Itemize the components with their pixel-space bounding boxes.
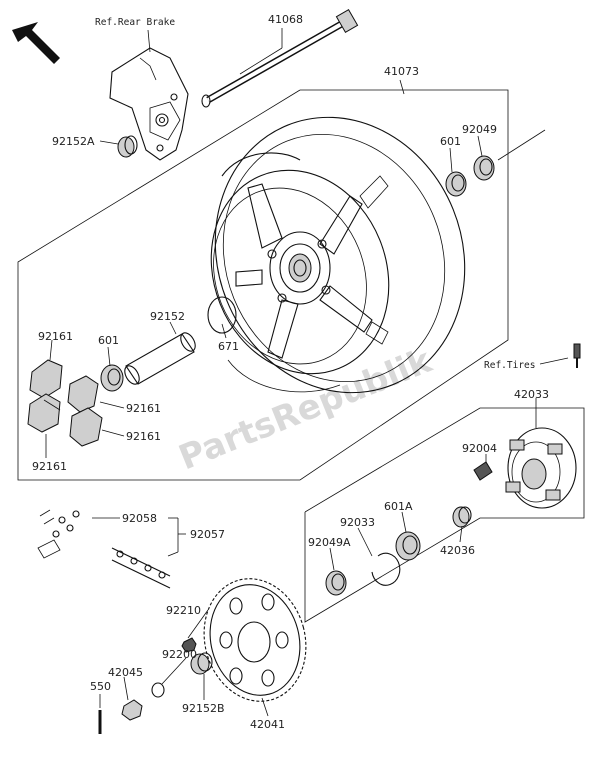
part-label-92152A: 92152A [52,135,95,148]
part-label-92004: 92004 [462,442,497,455]
seal-92049A [325,570,347,596]
collar-92152A [117,135,138,158]
bearing-601-top [445,171,467,197]
part-label-92058: 92058 [122,512,157,525]
washer-92200 [151,682,165,698]
part-label-92200: 92200 [162,648,197,661]
part-label-92057: 92057 [190,528,225,541]
part-label-92161-b: 92161 [126,402,161,415]
part-label-671: 671 [218,340,239,353]
part-label-42045: 42045 [108,666,143,679]
stud-92004 [473,461,493,481]
hub-group-box [304,407,585,623]
collar-42036 [452,506,472,528]
part-label-92161-a: 92161 [38,330,73,343]
wheel-group-box [17,89,509,481]
direction-arrow-icon [12,22,60,64]
part-label-550: 550 [90,680,111,693]
ref-tires-label: Ref.Tires [484,360,535,371]
part-label-601A: 601A [384,500,413,513]
part-label-601-top: 601 [440,135,461,148]
part-label-92210: 92210 [166,604,201,617]
part-label-42036: 42036 [440,544,475,557]
part-label-92152: 92152 [150,310,185,323]
rear-wheel-41073 [210,116,466,394]
circlip-92033 [371,552,401,586]
watermark: PartsRepublik [173,340,438,478]
collar-92152B [190,652,213,675]
coupling-42033 [505,427,577,509]
bearing-601-left [100,364,124,392]
nut-92210 [181,637,197,653]
part-label-92161-d: 92161 [32,460,67,473]
dampers-92161 [27,359,103,447]
axle-41068 [201,9,359,108]
nut-42045 [121,699,143,721]
ref-rear-brake-label: Ref.Rear Brake [95,17,175,28]
leader-lines [45,28,569,717]
seal-92049 [473,155,495,181]
part-label-92152B: 92152B [182,702,225,715]
collar-92152 [124,332,196,385]
part-label-92161-c: 92161 [126,430,161,443]
bearing-601A [395,531,421,561]
part-label-42033: 42033 [514,388,549,401]
part-label-92033: 92033 [340,516,375,529]
o-ring-671 [207,296,237,334]
part-label-42041: 42041 [250,718,285,731]
drive-chain-92057 [111,547,171,589]
part-label-41068: 41068 [268,13,303,26]
rear-brake-bracket [109,47,189,161]
tire-valve [573,343,581,368]
master-link-92058 [37,509,80,559]
sprocket-42041 [203,578,307,702]
part-label-92049A: 92049A [308,536,351,549]
part-label-92049: 92049 [462,123,497,136]
part-label-41073: 41073 [384,65,419,78]
part-label-601-left: 601 [98,334,119,347]
